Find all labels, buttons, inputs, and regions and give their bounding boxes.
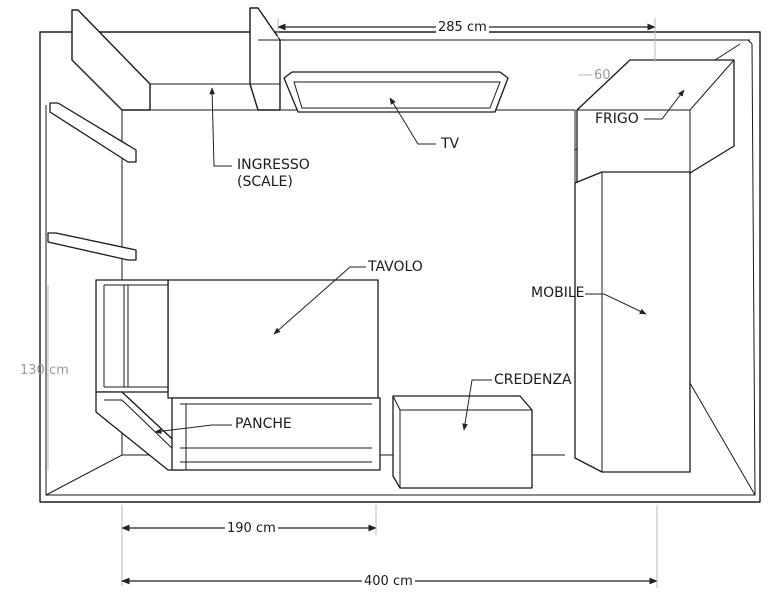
label-ingresso-line2: (SCALE) [237,174,293,190]
label-tavolo: TAVOLO [368,259,423,275]
bench-short-inner [180,403,372,470]
dim-label-bench-length: 190 cm [225,520,278,537]
credenza-edge [392,395,532,488]
bench-long-inner [103,284,168,388]
dim-label-top-width: 285 cm [436,19,489,36]
label-mobile: MOBILE [531,285,585,301]
entrance-opening [71,7,750,111]
entrance-wall-left [71,9,151,111]
credenza-box [392,395,533,489]
wall-shelves [47,102,137,261]
leader-mobile [585,293,647,315]
tavolo-top [167,279,379,399]
label-tv: TV [441,136,460,152]
leader-credenza [462,379,492,431]
frigo-edge [577,59,735,173]
bench-long [95,279,169,393]
shelf-upper [49,102,137,163]
leader-tv [389,97,436,145]
label-credenza: CREDENZA [494,372,572,388]
bench-short [171,397,381,471]
tavolo-table [167,279,379,399]
leader-frigo [644,89,685,120]
label-frigo: FRIGO [595,111,639,127]
credenza-sideboard [392,395,533,489]
label-ingresso: INGRESSO (SCALE) [237,157,310,191]
mobile-cabinet [574,171,691,473]
leader-tavolo [273,266,366,335]
label-panche: PANCHE [235,416,292,432]
bench-corner-inner [104,399,177,453]
shelf-lower [47,232,137,261]
leader-panche [154,424,232,435]
label-leaders [154,87,685,435]
tv-frame [283,71,509,113]
tv-unit [283,71,509,113]
dim-label-fridge-depth: 60 [594,68,611,83]
panche-benches [95,279,381,471]
wall-inner-top-right [747,39,756,496]
leader-ingresso [209,87,232,167]
mobile-box [574,171,691,473]
dim-label-total-width: 400 cm [362,573,415,590]
entrance-wall-right [249,7,281,111]
dim-label-left-height: 130 cm [20,363,69,378]
label-ingresso-line1: INGRESSO [237,157,310,173]
tv-screen [293,81,501,109]
